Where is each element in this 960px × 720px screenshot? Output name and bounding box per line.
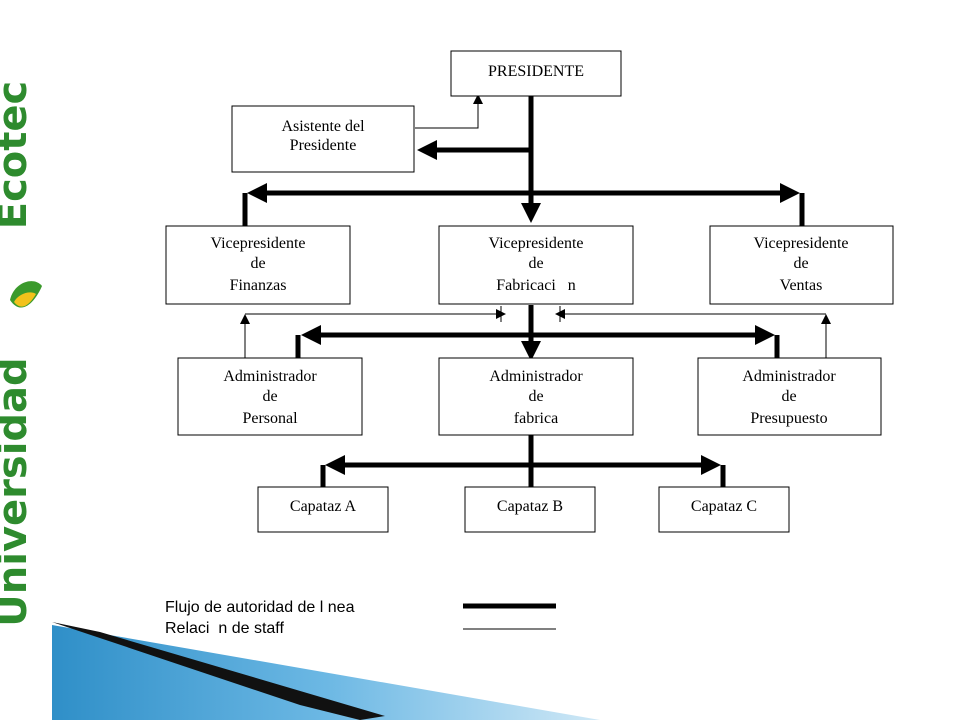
box-label: Administrador <box>223 368 317 385</box>
box-capataz-b: Capataz B <box>464 486 596 533</box>
box-capataz-c: Capataz C <box>658 486 790 533</box>
box-label: Administrador <box>742 368 836 385</box>
box-label: de <box>250 255 265 272</box>
logo-text-universidad: Universidad <box>0 357 36 626</box>
box-label: Finanzas <box>230 277 287 294</box>
box-label: de <box>262 388 277 405</box>
box-label: Vicepresidente <box>489 235 584 252</box>
box-asistente: Asistente del Presidente <box>231 105 415 173</box>
legend-line-authority-label: Flujo de autoridad de l nea <box>165 599 355 616</box>
box-label: Capataz A <box>290 498 357 515</box>
box-vp-finanzas: Vicepresidente de Finanzas <box>165 225 351 305</box>
box-label: Capataz B <box>497 498 563 515</box>
box-label: Vicepresidente <box>754 235 849 252</box>
box-label: PRESIDENTE <box>488 63 584 80</box>
box-label: Ventas <box>780 277 823 294</box>
box-adm-fabrica: Administrador de fabrica <box>438 357 634 436</box>
box-capataz-a: Capataz A <box>257 486 389 533</box>
staff-lines <box>240 94 831 358</box>
box-label: de <box>528 255 543 272</box>
box-label: Fabricaci n <box>496 277 576 294</box>
box-label: Capataz C <box>691 498 757 515</box>
box-label: Administrador <box>489 368 583 385</box>
box-label: de <box>793 255 808 272</box>
legend-staff-label: Relaci n de staff <box>165 620 284 637</box>
box-label: de <box>528 388 543 405</box>
box-label: Vicepresidente <box>211 235 306 252</box>
logo-text-ecotec: Ecotec <box>0 81 36 229</box>
blue-wedge <box>52 625 600 720</box>
box-presidente: PRESIDENTE <box>450 50 622 97</box>
box-label: Personal <box>242 410 298 427</box>
box-label: fabrica <box>514 410 558 427</box>
university-logo: Ecotec Universidad <box>0 81 42 627</box>
logo-leaf-icon <box>10 281 42 308</box>
authority-lines <box>242 96 805 487</box>
staff-assistant-to-president <box>415 94 483 129</box>
box-adm-presupuesto: Administrador de Presupuesto <box>697 357 882 436</box>
box-label: Asistente del <box>281 118 365 135</box>
box-label: de <box>781 388 796 405</box>
box-label: Presidente <box>290 137 357 154</box>
legend: Flujo de autoridad de l nea Relaci n de … <box>165 599 556 637</box>
black-swoosh <box>52 622 385 720</box>
box-vp-fabricacion: Vicepresidente de Fabricaci n <box>438 225 634 305</box>
box-adm-personal: Administrador de Personal <box>177 357 363 436</box>
box-vp-ventas: Vicepresidente de Ventas <box>709 225 894 305</box>
box-label: Presupuesto <box>750 410 827 427</box>
